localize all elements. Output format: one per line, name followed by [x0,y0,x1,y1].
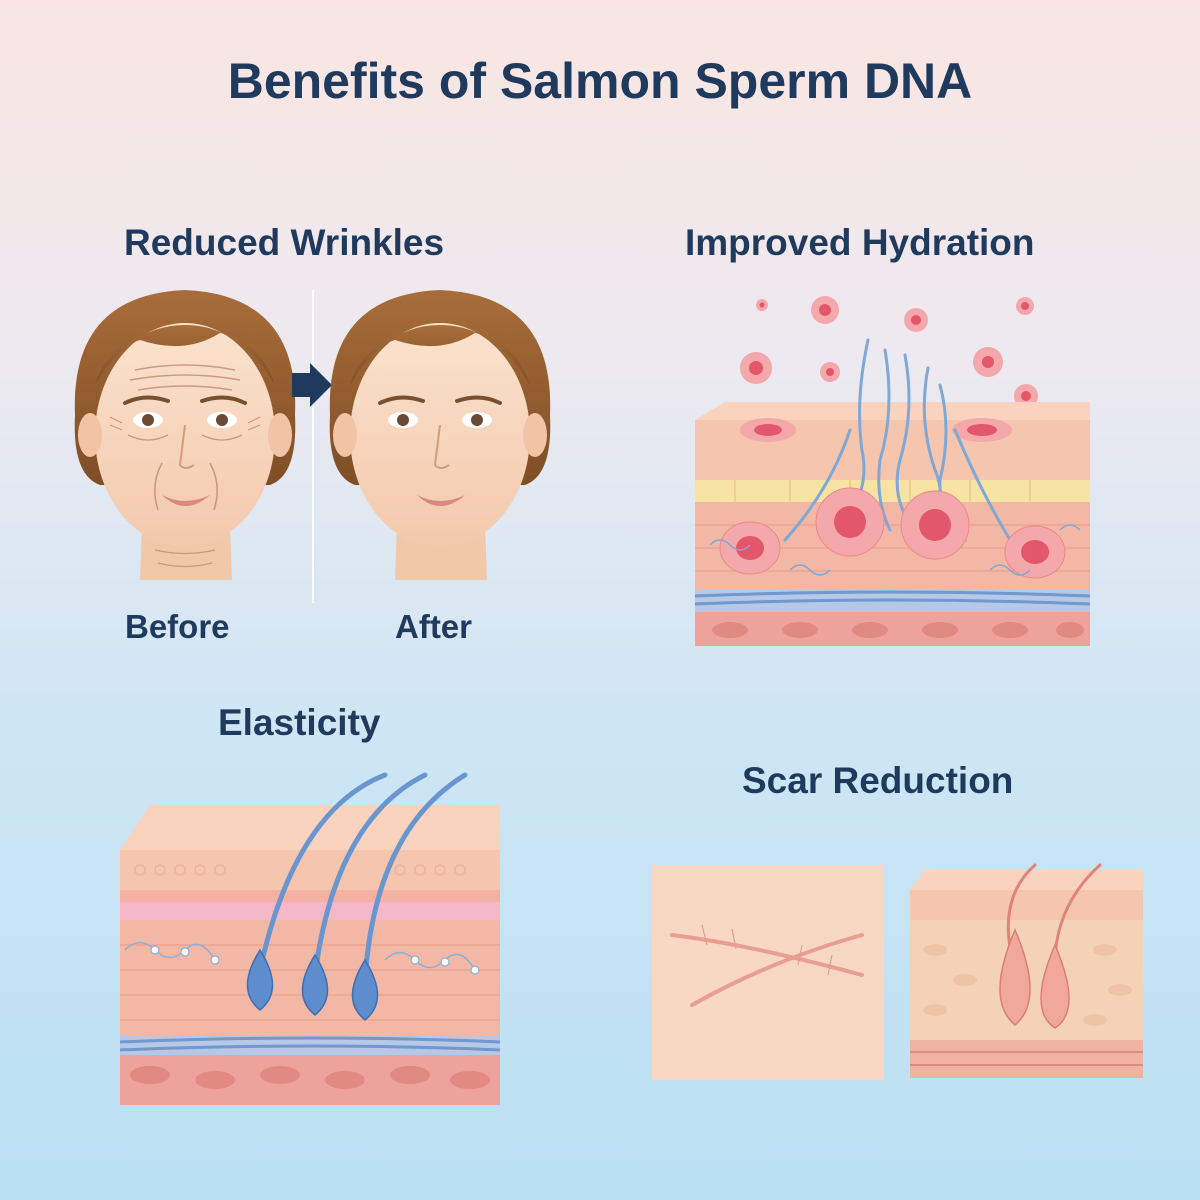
hydration-heading: Improved Hydration [685,222,1035,263]
floating-cells [740,296,1038,408]
elasticity-heading: Elasticity [218,702,381,743]
page-title: Benefits of Salmon Sperm DNA [227,53,973,109]
before-after-faces [74,290,551,603]
hydration-skin-diagram [694,296,1091,646]
before-label: Before [125,608,230,645]
face-before [74,290,296,580]
wrinkles-heading: Reduced Wrinkles [124,222,445,263]
after-label: After [395,608,473,645]
elasticity-skin-diagram [119,772,501,1105]
scar-heading: Scar Reduction [742,760,1014,801]
arrow-right-icon [292,363,332,407]
scar-skin-diagram [910,863,1143,1078]
face-after [329,290,551,580]
scar-skin-patch [652,865,884,1080]
